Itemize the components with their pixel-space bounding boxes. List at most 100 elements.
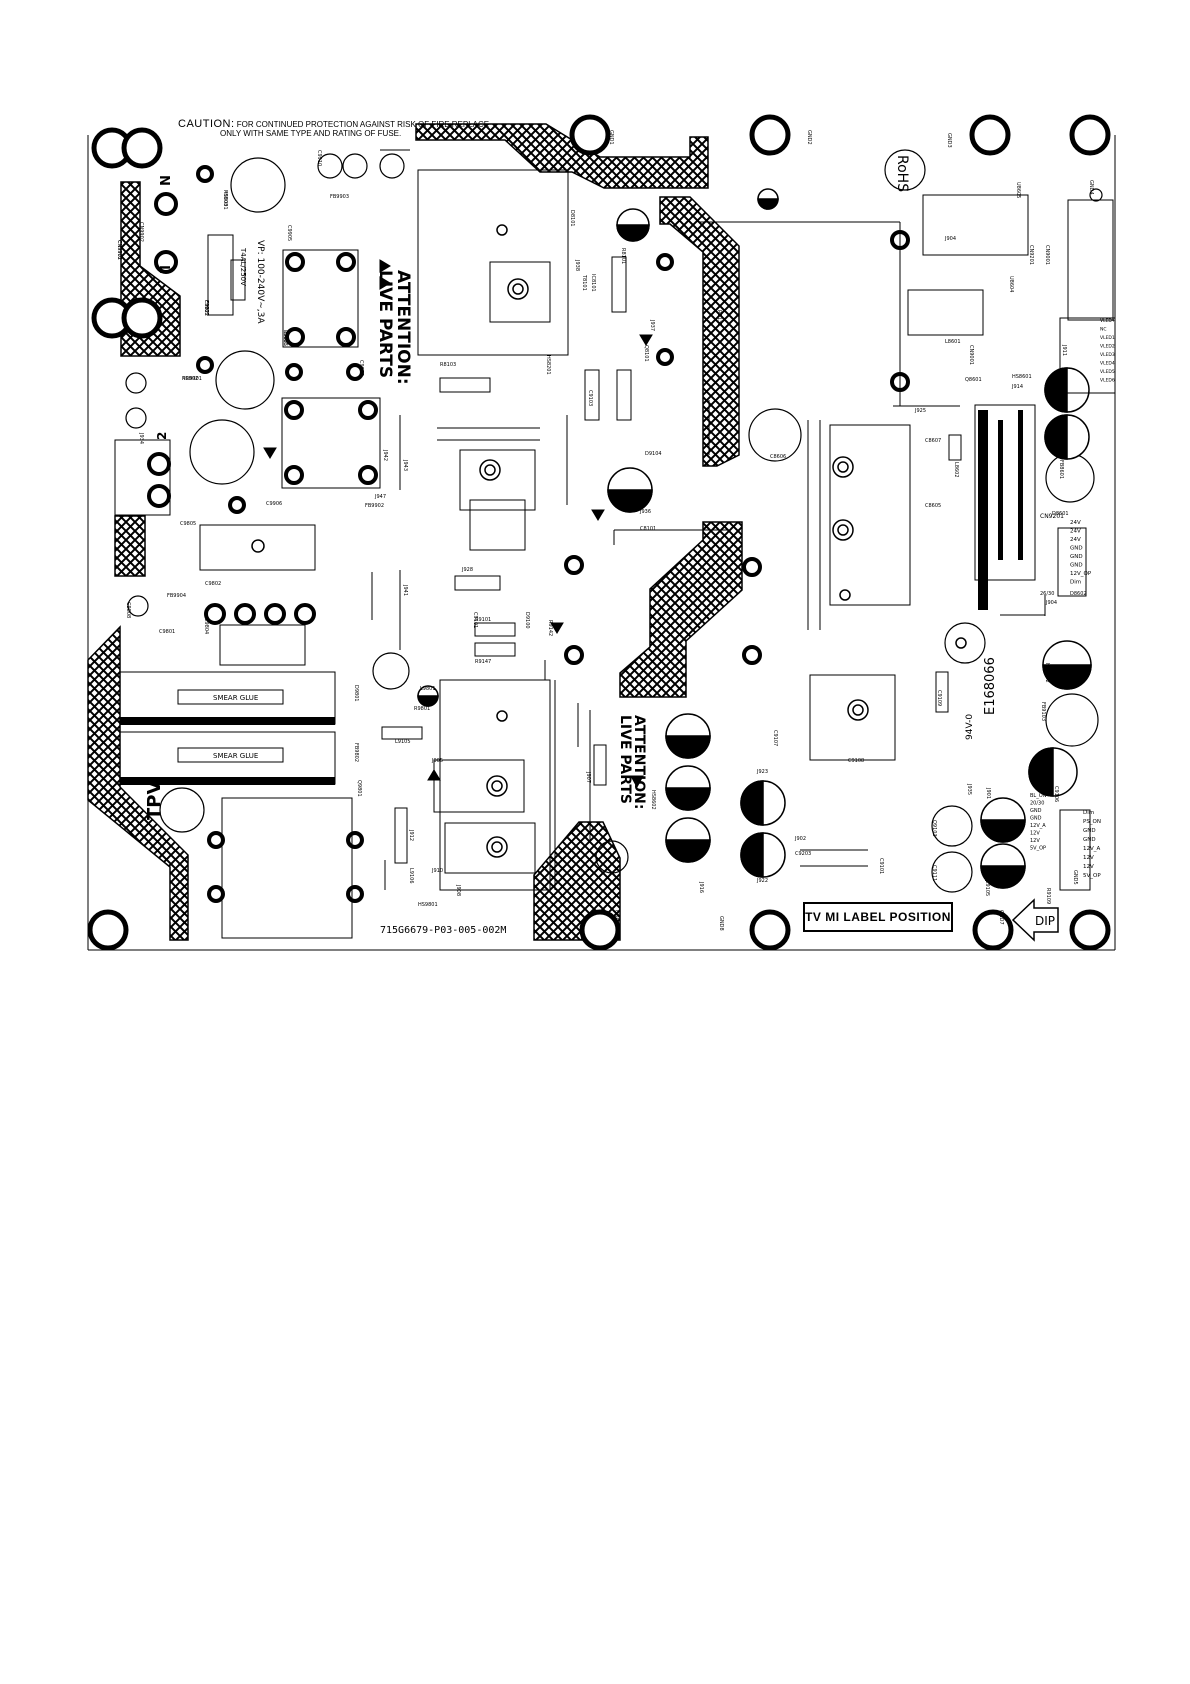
- inductor-outline: [372, 652, 410, 690]
- component-designator: D9104: [645, 451, 662, 457]
- pad: [207, 831, 225, 849]
- component-designator: R9147: [475, 659, 491, 665]
- component-outlines: [114, 169, 1116, 939]
- component-designator: C8606: [770, 454, 786, 460]
- component-designator: J934: [138, 432, 144, 444]
- component-designator: C9805: [180, 521, 196, 527]
- pad: [154, 250, 178, 274]
- component-designator: J936: [639, 509, 651, 515]
- component-designator: J928: [461, 567, 473, 573]
- transformer-outline: [281, 397, 381, 489]
- keepout-diag-upper: [659, 196, 740, 467]
- mounting-hole: [87, 909, 129, 951]
- component-designator: FB9103: [1040, 702, 1046, 721]
- cert-code: E168066: [983, 657, 998, 715]
- bottom-connector-pin-label: 12V: [1083, 855, 1094, 861]
- component-designator: C9906: [266, 501, 282, 507]
- mounting-hole: [1069, 114, 1111, 156]
- component-designator: J947: [374, 494, 386, 500]
- dip-arrow: [1011, 898, 1059, 942]
- keepout-zones: [87, 123, 743, 941]
- pad: [285, 363, 303, 381]
- capacitor-outline: [1089, 188, 1103, 202]
- pad: [346, 831, 364, 849]
- electrolytic-capacitor: [980, 797, 1026, 843]
- pad: [742, 645, 762, 665]
- bulk-capacitor-outline: [215, 350, 275, 410]
- resistor-outline: [611, 256, 627, 313]
- capacitor-outline: [317, 153, 343, 179]
- component-designator: C9910: [316, 150, 322, 166]
- pad: [564, 555, 584, 575]
- component-designator: C9111: [931, 865, 937, 881]
- transformer-outline: [974, 404, 1036, 581]
- caution-title: CAUTION:: [178, 118, 235, 130]
- component-designator: D8602: [1070, 591, 1087, 597]
- component-designator: R9903: [222, 190, 228, 206]
- warning-triangle-icon: [379, 276, 391, 290]
- diode-icon: [550, 622, 564, 634]
- gnd-label: GND3: [946, 133, 952, 148]
- component-designator: R9109: [1045, 888, 1051, 904]
- pad: [196, 165, 214, 183]
- component-designator: J907: [585, 771, 591, 783]
- resistor-outline: [394, 807, 408, 864]
- keepout-top-center: [415, 123, 709, 189]
- component-designator: C9905: [286, 225, 292, 241]
- filter-outline: [219, 624, 306, 666]
- mounting-hole: [972, 909, 1014, 951]
- component-designator: C8607: [925, 438, 941, 444]
- pad: [336, 327, 356, 347]
- heatsink-outline: [439, 679, 551, 891]
- component-designator: J912: [408, 829, 414, 841]
- copper-bar: [120, 717, 335, 725]
- component-designator: R9802: [182, 376, 198, 382]
- inductor-outline: [1045, 693, 1099, 747]
- pad: [207, 885, 225, 903]
- pad: [346, 885, 364, 903]
- component-designator: Q8101: [643, 345, 649, 362]
- bridge-outline: [199, 524, 316, 571]
- capacitor-outline: [127, 595, 149, 617]
- component-designator: L8601: [945, 339, 961, 345]
- connector-outline: [1059, 317, 1116, 394]
- cn9001-pin-label: VLED1: [1100, 335, 1115, 341]
- component-designator: C9103: [587, 390, 593, 406]
- component-designator: J911: [1061, 344, 1067, 356]
- component-designator: C9804: [203, 618, 209, 634]
- pad: [336, 252, 356, 272]
- component-designator: CN9201: [1028, 245, 1034, 265]
- gnd-label: GND7: [998, 910, 1004, 925]
- cn9001-pin-label: NC: [1100, 327, 1107, 333]
- component-designator: D9100: [524, 612, 530, 629]
- tv-mi-label-position: TV MI LABEL POSITION: [803, 902, 953, 932]
- polarity-2: 2: [155, 432, 169, 440]
- cn9201-pin-label: 24V: [1070, 537, 1081, 543]
- glue-label: SMEAR GLUE: [213, 752, 258, 760]
- connector-outline: [114, 439, 171, 516]
- connector-outline: [1057, 527, 1087, 597]
- component-designator: R9005: [282, 330, 288, 346]
- component-designator: FB9903: [330, 194, 349, 200]
- electrolytic-capacitor: [1042, 640, 1092, 690]
- warning-triangle-icon: [630, 775, 644, 789]
- connector-outline: [1059, 809, 1091, 891]
- component-designator: J906: [1053, 394, 1059, 406]
- through-hole-pads: [147, 165, 910, 903]
- component-designator: J938: [574, 259, 580, 271]
- bulk-capacitor-outline: [189, 419, 255, 485]
- cn9001-pin-label: VLED2: [1100, 344, 1115, 350]
- component-designator: C9105: [984, 880, 990, 896]
- component-designator: C9801: [159, 629, 175, 635]
- component-designator: C8101: [640, 526, 656, 532]
- component-designator: L9105: [395, 739, 411, 745]
- component-designator: J922: [756, 878, 768, 884]
- resistor-outline: [584, 369, 600, 421]
- resistor-outline: [593, 744, 607, 786]
- component-designator: CN9001: [968, 345, 974, 365]
- component-designator: HS8601: [1012, 374, 1032, 380]
- inductor-outline: [748, 408, 802, 462]
- electrolytic-capacitor: [1044, 367, 1090, 413]
